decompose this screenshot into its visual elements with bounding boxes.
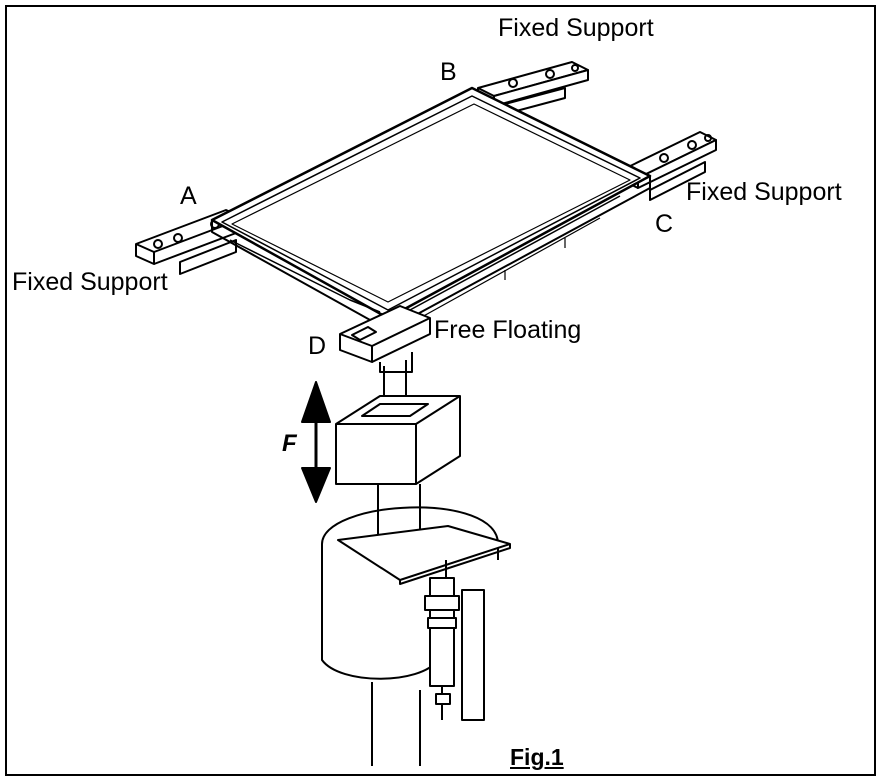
force-label: F xyxy=(282,430,297,457)
corner-label-b: B xyxy=(440,58,457,86)
fixed-support-label-left: Fixed Support xyxy=(12,268,168,296)
test-plate xyxy=(210,86,652,331)
displacement-sensor xyxy=(424,560,485,721)
fixed-support-label-top: Fixed Support xyxy=(498,14,654,42)
corner-label-c: C xyxy=(655,210,674,238)
actuator-cylinder xyxy=(320,506,511,680)
force-arrow xyxy=(301,381,331,503)
fixed-support-label-right: Fixed Support xyxy=(686,178,842,206)
free-floating-label: Free Floating xyxy=(434,316,582,344)
fixed-support-right-bracket xyxy=(621,131,717,201)
free-floating-block xyxy=(339,305,431,373)
load-cell-block xyxy=(335,395,461,485)
corner-label-a: A xyxy=(180,182,197,210)
figure-caption: Fig.1 xyxy=(510,744,564,770)
base-column xyxy=(371,682,421,766)
corner-label-d: D xyxy=(308,332,327,360)
